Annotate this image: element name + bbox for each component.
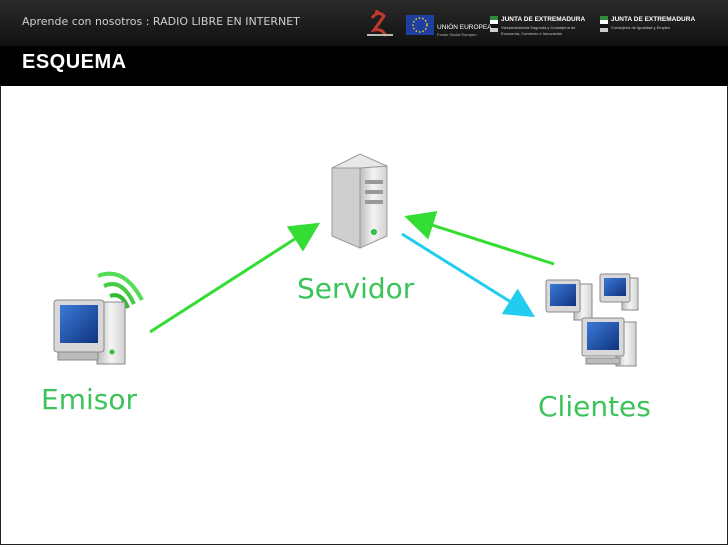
junta-flag-icon — [600, 16, 608, 32]
clientes-computers-icon — [545, 273, 639, 367]
junta2-title: JUNTA DE EXTREMADURA — [611, 16, 696, 23]
ue-label: UNIÓN EUROPEA — [437, 24, 492, 31]
client-computer-icon — [599, 273, 639, 311]
junta2-sub: Consejería de Igualdad y Empleo — [611, 25, 671, 30]
emisor-label: Emisor — [41, 383, 137, 416]
ue-sublabel: Fondo Social Europeo — [437, 32, 477, 37]
junta-flag-icon — [490, 16, 498, 32]
junta1-title: JUNTA DE EXTREMADURA — [501, 16, 586, 23]
slide-title: ESQUEMA — [22, 51, 127, 73]
clientes-label: Clientes — [538, 390, 651, 423]
course-title: Aprende con nosotros : RADIO LIBRE EN IN… — [22, 15, 300, 28]
arrow-servidor-to-clientes — [401, 232, 536, 318]
logo-strip — [367, 10, 608, 37]
eu-flag-icon — [406, 15, 434, 35]
client-computer-icon — [545, 279, 593, 321]
emisor-computer-icon — [53, 271, 144, 365]
server-icon — [331, 153, 388, 249]
arrow-clientes-to-servidor — [404, 211, 555, 266]
client-computer-icon — [581, 317, 637, 367]
junta1-sub2: Economía, Comercio e Innovación — [501, 31, 563, 36]
servidor-label: Servidor — [297, 272, 415, 305]
institution-logo-icon — [367, 10, 393, 37]
slide-header: Aprende con nosotros : RADIO LIBRE EN IN… — [0, 0, 728, 86]
arrow-emisor-to-servidor — [149, 222, 321, 334]
junta1-sub1: Vicepresidencia Segunda y Consejería de — [501, 25, 576, 30]
